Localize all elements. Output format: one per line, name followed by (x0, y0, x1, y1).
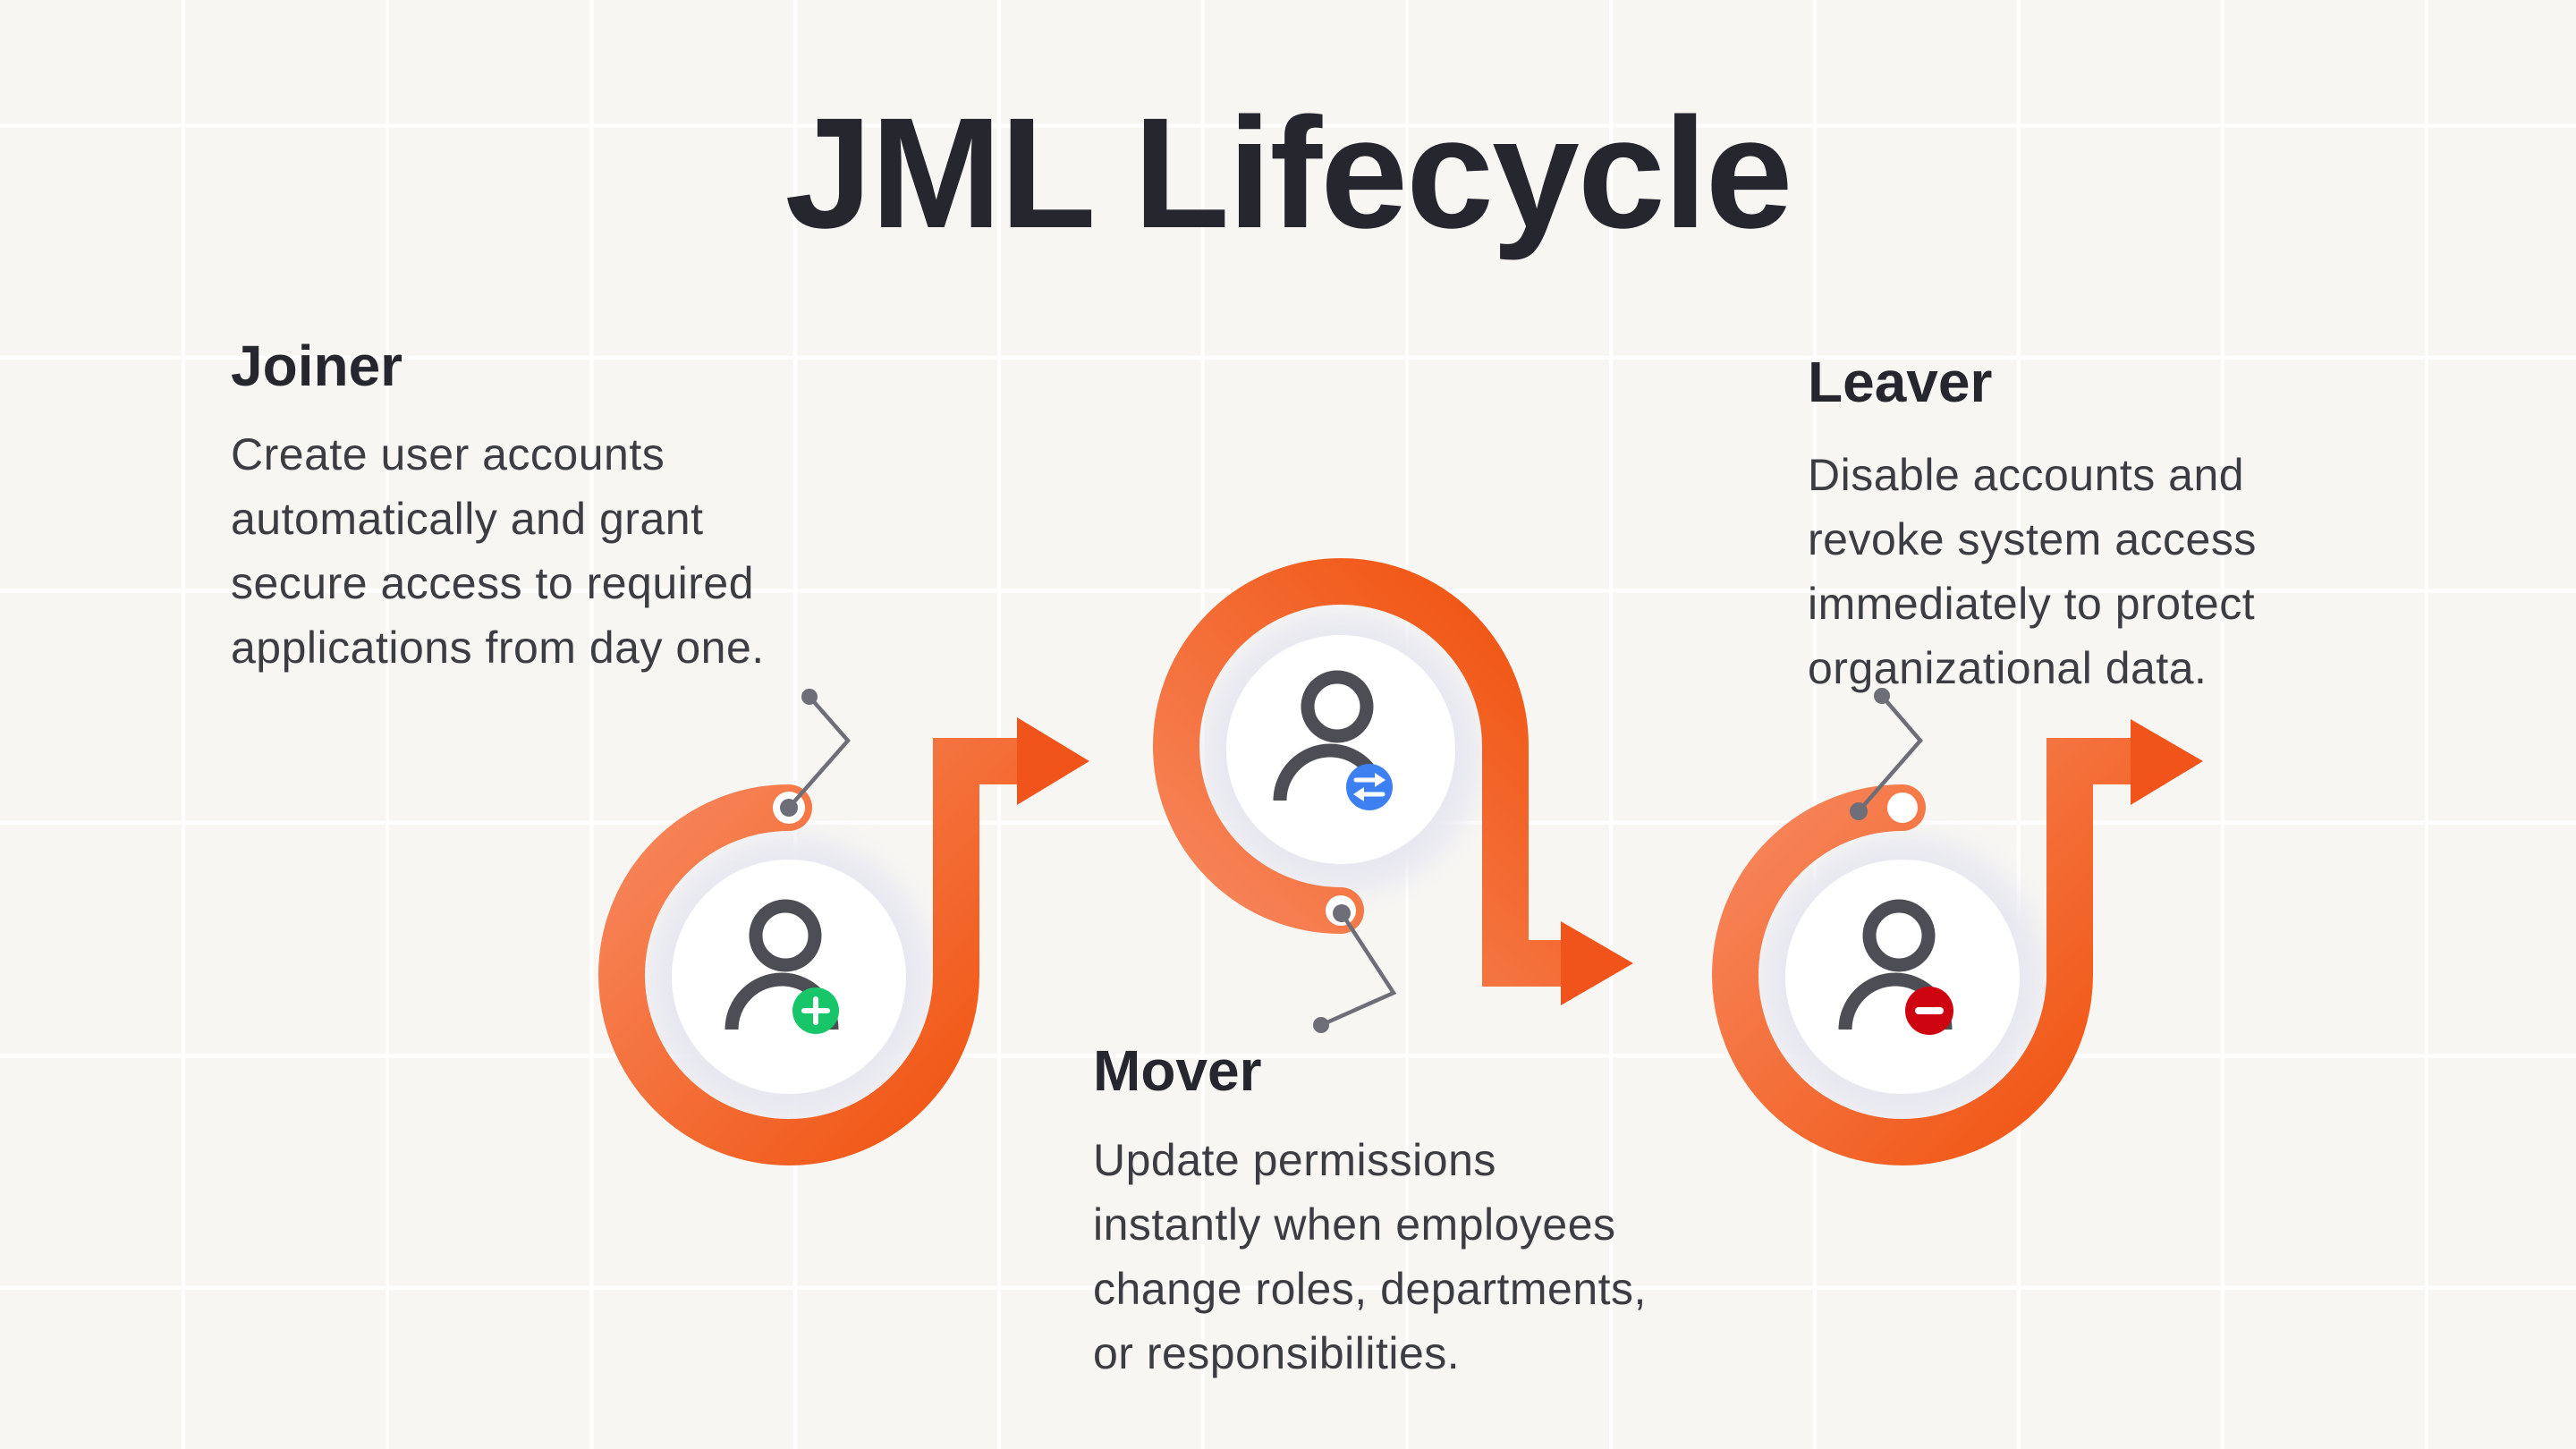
stage-joiner: Joiner Create user accounts automaticall… (231, 337, 911, 713)
user-transfer-badge-icon (1346, 764, 1393, 810)
joiner-marker-dot (780, 799, 798, 817)
stage-leaver-heading: Leaver (1808, 350, 1993, 414)
mover-flow-arrow-icon (1561, 921, 1633, 1005)
stage-mover-heading: Mover (1093, 1038, 1262, 1103)
stage-leaver: Leaver Disable accounts and revoke syste… (1808, 353, 2541, 747)
stage-joiner-heading: Joiner (231, 334, 403, 398)
leaver-flow-arrow-icon (2131, 719, 2203, 805)
stage-joiner-description: Create user accounts automatically and g… (231, 429, 765, 673)
leaver-connector-dot (1874, 688, 1890, 704)
stage-mover-description: Update permissions instantly when employ… (1093, 1135, 1647, 1378)
leaver-marker-dot (1850, 802, 1868, 820)
user-remove-badge-icon (1905, 987, 1953, 1035)
joiner-connector-dot (801, 689, 818, 705)
mover-connector-dot (1313, 1017, 1329, 1033)
joiner-connector-line (787, 695, 851, 809)
leaver-loop-start-marker (1887, 792, 1918, 823)
mover-connector-line (1320, 911, 1397, 1028)
leaver-connector-line (1857, 694, 1923, 813)
joiner-loop-graphic (598, 689, 1089, 1165)
leaver-loop-path (1712, 738, 2154, 1165)
mover-marker-dot (1333, 904, 1351, 922)
stage-mover: Mover Update permissions instantly when … (1093, 1042, 1826, 1436)
mover-loop-graphic (1153, 558, 1633, 1033)
joiner-flow-arrow-icon (1017, 717, 1089, 805)
leaver-loop-graphic (1712, 688, 2203, 1165)
stage-leaver-description: Disable accounts and revoke system acces… (1808, 450, 2257, 693)
page-title: JML Lifecycle (784, 86, 1792, 261)
joiner-loop-path (598, 738, 1040, 1165)
user-add-badge-icon (792, 987, 839, 1034)
mover-loop-path (1153, 558, 1584, 987)
